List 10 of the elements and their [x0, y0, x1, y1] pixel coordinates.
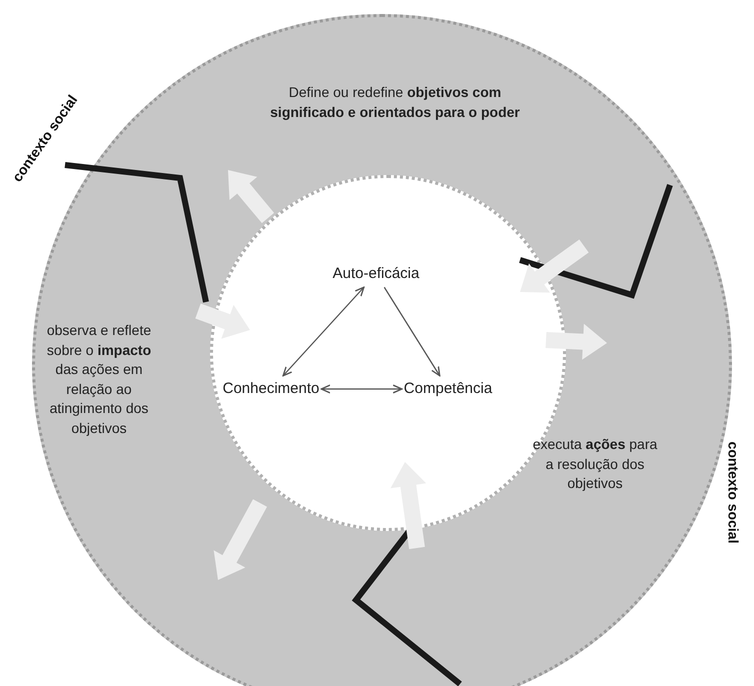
arrow — [282, 286, 365, 376]
concept-text: Conhecimento — [222, 378, 320, 400]
arrow — [320, 384, 402, 394]
stage-text: executa ações para a resolução dos objetivos — [532, 435, 658, 494]
context-label: contexto social — [724, 442, 742, 544]
concept-text: Competência — [404, 378, 492, 400]
concept-text: Auto-eficácia — [332, 262, 420, 286]
stage-text: observa e reflete sobre o impacto das ações em relação ao atingimento dos objetivos — [46, 321, 152, 438]
arrow — [384, 286, 440, 376]
stage-text: Define ou redefine objetivos com significado e orientados para o poder — [269, 83, 521, 122]
